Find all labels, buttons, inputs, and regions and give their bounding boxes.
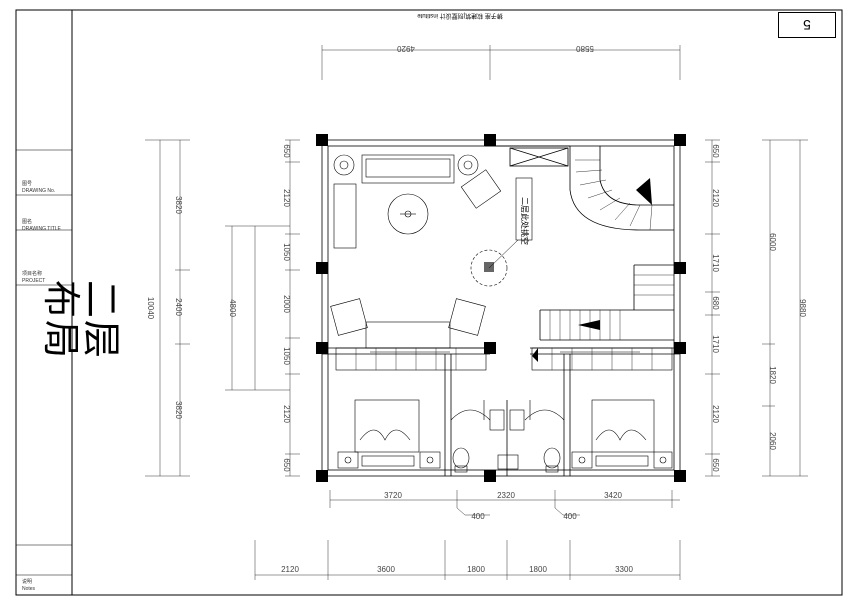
- bottom-outer-dim-0: 2120: [281, 565, 299, 574]
- columns: [316, 134, 686, 482]
- project-label: 项目名称: [22, 271, 43, 277]
- notes-label: 说明: [22, 579, 33, 585]
- right-mid-dim-2: 2060: [768, 432, 777, 450]
- left-outer-dim-0: 3820: [174, 196, 183, 214]
- right-inner-dim-5: 2120: [711, 405, 720, 423]
- left-inner-dim-6: 650: [282, 458, 291, 472]
- drawing-title: 二层布局: [39, 279, 123, 360]
- bottom-outer-dim-4: 3300: [615, 565, 633, 574]
- drawing-no-label: 图号: [22, 181, 33, 187]
- right-mid-dim-0: 6000: [768, 233, 777, 251]
- bottom-dim-2: 3420: [604, 491, 622, 500]
- dimension-labels: 4920 5580 650 2120 1050 2000 1050 2120 650 3820 24…: [146, 44, 807, 574]
- right-total-dim: 9880: [798, 299, 807, 317]
- stair-arrow-upper: [636, 178, 652, 205]
- right-mid-dim-1: 1820: [768, 366, 777, 384]
- right-inner-dim-2: 1710: [711, 254, 720, 272]
- bottom-dim-0: 3720: [384, 491, 402, 500]
- drawing-title-label: 图名: [22, 219, 33, 225]
- right-inner-dim-0: 650: [711, 144, 720, 158]
- header-text: 狮子座 软建筑|别墅设计 institute: [417, 12, 503, 18]
- left-inner-dim-3: 2000: [282, 295, 291, 313]
- callout-note-text: 二层此处挑空: [520, 197, 529, 245]
- right-inner-dim-6: 650: [711, 458, 720, 472]
- top-dim-1: 5580: [576, 44, 594, 53]
- dimension-lines: [145, 45, 808, 580]
- furniture-living: [330, 154, 673, 371]
- left-outer-dim-2: 3820: [174, 401, 183, 419]
- sheet-border: [15, 9, 843, 596]
- left-inner-dim-1: 2120: [282, 189, 291, 207]
- drawing-title-label-en: DRAWING TITLE: [22, 226, 61, 232]
- left-inner-dim-5: 2120: [282, 405, 291, 423]
- right-inner-dim-3: 680: [711, 296, 720, 310]
- bottom-dim-1: 2320: [497, 491, 515, 500]
- left-mid-dim: 4800: [228, 299, 237, 317]
- drawing-no-label-en: DRAWING No.: [22, 188, 56, 194]
- furniture-bedrooms: [337, 399, 673, 473]
- left-total-dim: 10040: [146, 297, 155, 320]
- top-dim-0: 4920: [397, 44, 415, 53]
- callout-box: [515, 177, 533, 241]
- bottom-outer-dim-3: 1800: [529, 565, 547, 574]
- bottom-small-dim-1: 400: [563, 512, 577, 521]
- page-number-box: 5: [778, 12, 836, 38]
- notes-label-en: Notes: [22, 586, 36, 592]
- bottom-outer-dim-2: 1800: [467, 565, 485, 574]
- walls: [321, 139, 681, 477]
- left-outer-dim-1: 2400: [174, 298, 183, 316]
- bottom-small-dim-0: 400: [471, 512, 485, 521]
- bottom-outer-dim-1: 3600: [377, 565, 395, 574]
- stair-arrow-lower: [578, 320, 600, 330]
- right-inner-dim-4: 1710: [711, 335, 720, 353]
- stair-treads: [549, 159, 674, 340]
- left-inner-dim-0: 650: [282, 144, 291, 158]
- left-inner-dim-2: 1050: [282, 243, 291, 261]
- project-label-en: PROJECT: [22, 278, 46, 284]
- right-inner-dim-1: 2120: [711, 189, 720, 207]
- page-number: 5: [803, 17, 811, 33]
- railing: [355, 348, 653, 370]
- left-inner-dim-4: 1050: [282, 347, 291, 365]
- callout-note: 二层此处挑空: [518, 197, 530, 245]
